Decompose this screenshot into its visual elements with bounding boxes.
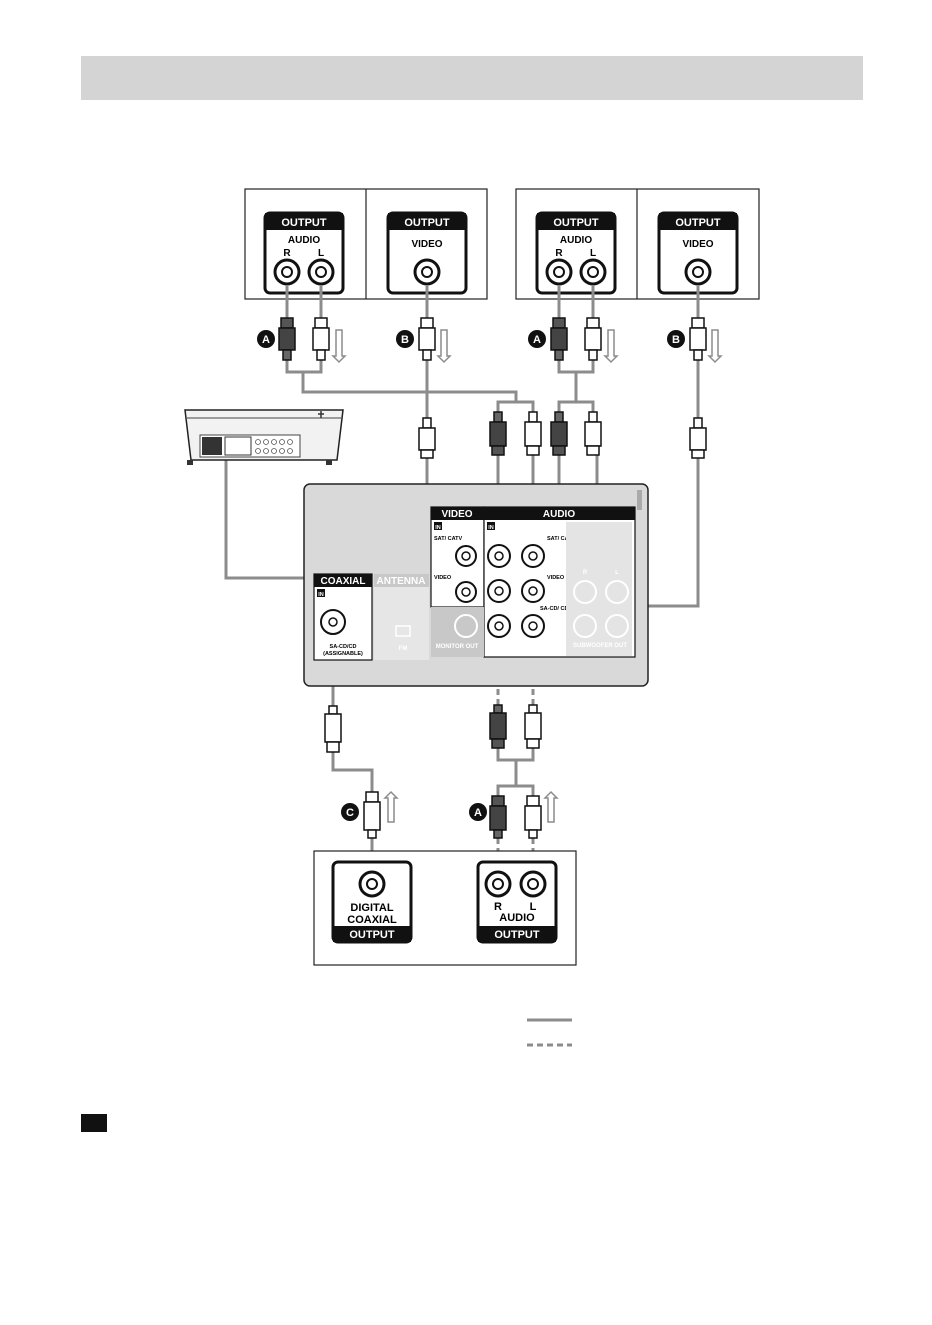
marker-b: B xyxy=(672,334,680,346)
plug-low-2r xyxy=(490,796,506,838)
marker-c: C xyxy=(346,807,354,819)
device-1-audio-output: OUTPUT AUDIO R L xyxy=(265,213,343,293)
sub-r-label: R xyxy=(583,570,588,576)
video-jack-label: VIDEO xyxy=(434,575,452,581)
sat-catv-label: SAT/ CATV xyxy=(434,536,463,542)
coax-jack-label: SA-CD/CD xyxy=(330,644,357,650)
digital-label: DIGITAL xyxy=(350,902,393,914)
output-label: OUTPUT xyxy=(675,217,721,229)
in-badge: IN xyxy=(318,592,324,598)
device-2-video-output: OUTPUT VIDEO xyxy=(659,213,737,293)
plug-b2 xyxy=(690,318,706,360)
output-label: OUTPUT xyxy=(349,929,395,941)
plug-a2-l xyxy=(585,318,601,360)
output-label: OUTPUT xyxy=(553,217,599,229)
monitor-out-label: MONITOR OUT xyxy=(436,644,479,650)
receiver-coaxial-header: COAXIAL xyxy=(321,576,366,587)
cd-player-audio-output: R L AUDIO OUTPUT xyxy=(478,862,556,942)
fm-label: FM xyxy=(399,646,408,652)
marker-a: A xyxy=(533,334,541,346)
l-label: L xyxy=(590,248,596,259)
plug-recv-2l xyxy=(585,412,601,455)
in-badge: IN xyxy=(488,525,494,531)
receiver-rear-panel: VIDEO IN SAT/ CATV VIDEO AUDIO IN SAT/ C… xyxy=(304,484,648,686)
vcr-device-illustration xyxy=(185,410,343,465)
receiver-video-header: VIDEO xyxy=(441,509,472,520)
output-label: OUTPUT xyxy=(404,217,450,229)
sub-l-label: L xyxy=(615,570,619,576)
plug-coax-lower xyxy=(364,792,380,838)
plug-a-l xyxy=(313,318,329,360)
plug-low-1r xyxy=(490,705,506,748)
plug-recv-video xyxy=(419,418,435,458)
lower-audio-cable xyxy=(498,748,533,796)
audio-label: AUDIO xyxy=(499,912,535,924)
plug-recv-1r xyxy=(490,412,506,455)
coaxial-label: COAXIAL xyxy=(347,914,397,926)
plug-low-1l xyxy=(525,705,541,748)
note-icon xyxy=(81,1114,107,1132)
cable-legend xyxy=(527,1020,572,1045)
device-2-audio-output: OUTPUT AUDIO R L xyxy=(537,213,615,293)
marker-a: A xyxy=(262,334,270,346)
receiver-antenna-header: ANTENNA xyxy=(377,576,426,587)
cd-player-digital-output: DIGITAL COAXIAL OUTPUT xyxy=(333,862,411,942)
receiver-audio-header: AUDIO xyxy=(543,509,575,520)
plug-recv-video2 xyxy=(690,418,706,458)
marker-a: A xyxy=(474,807,482,819)
r-label: R xyxy=(283,248,291,259)
r-label: R xyxy=(555,248,563,259)
video-label: VIDEO xyxy=(411,239,442,250)
audio-label: AUDIO xyxy=(560,235,592,246)
video-label: VIDEO xyxy=(682,239,713,250)
output-label: OUTPUT xyxy=(494,929,540,941)
plug-coax-upper xyxy=(325,706,341,752)
subwoofer-out-label: SUBWOOFER OUT xyxy=(573,643,627,649)
sa-cd-cd-label: SA-CD/ CD xyxy=(540,606,568,612)
audio-video-jack-label: VIDEO xyxy=(547,575,565,581)
device-1-video-output: OUTPUT VIDEO xyxy=(388,213,466,293)
in-badge: IN xyxy=(435,525,441,531)
plug-recv-2r xyxy=(551,412,567,455)
plug-low-2l xyxy=(525,796,541,838)
assignable-label: (ASSIGNABLE) xyxy=(323,651,363,657)
plug-b xyxy=(419,318,435,360)
plug-recv-1l xyxy=(525,412,541,455)
plug-a2-r xyxy=(551,318,567,360)
marker-b: B xyxy=(401,334,409,346)
plug-a-r xyxy=(279,318,295,360)
l-label: L xyxy=(318,248,324,259)
output-label: OUTPUT xyxy=(281,217,327,229)
audio-label: AUDIO xyxy=(288,235,320,246)
